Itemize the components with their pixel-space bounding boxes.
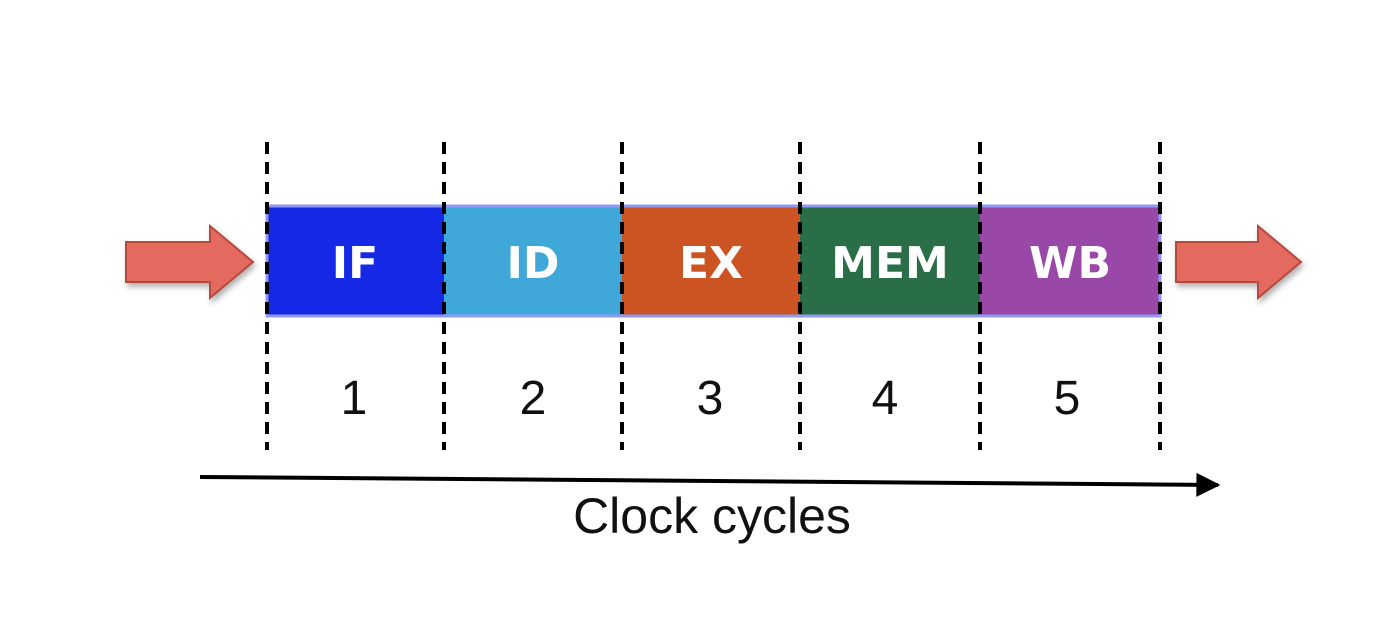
- stage-label-if: IF: [332, 238, 378, 289]
- output-arrow-icon: [1175, 223, 1303, 301]
- cycle-number-2: 2: [520, 372, 547, 425]
- stage-label-mem: MEM: [831, 238, 949, 289]
- clock-axis-arrow: [199, 472, 1221, 497]
- cycle-number-4: 4: [872, 372, 899, 425]
- stage-id: [444, 206, 622, 316]
- cycle-number-5: 5: [1054, 372, 1081, 425]
- stage-mem: [800, 206, 980, 316]
- stage-ex: [622, 206, 800, 316]
- input-arrow-icon: [125, 223, 255, 301]
- stage-label-wb: WB: [1029, 238, 1111, 289]
- stage-if: [267, 206, 444, 316]
- clock-dividers: [265, 142, 1162, 450]
- axis-label: Clock cycles: [573, 488, 851, 544]
- stage-label-id: ID: [507, 238, 560, 289]
- cycle-number-3: 3: [697, 372, 724, 425]
- stage-band: [265, 204, 1162, 318]
- stage-wb: [980, 206, 1160, 316]
- stage-band-border: [265, 204, 1162, 318]
- cycle-number-1: 1: [341, 372, 368, 425]
- stage-label-ex: EX: [679, 238, 743, 289]
